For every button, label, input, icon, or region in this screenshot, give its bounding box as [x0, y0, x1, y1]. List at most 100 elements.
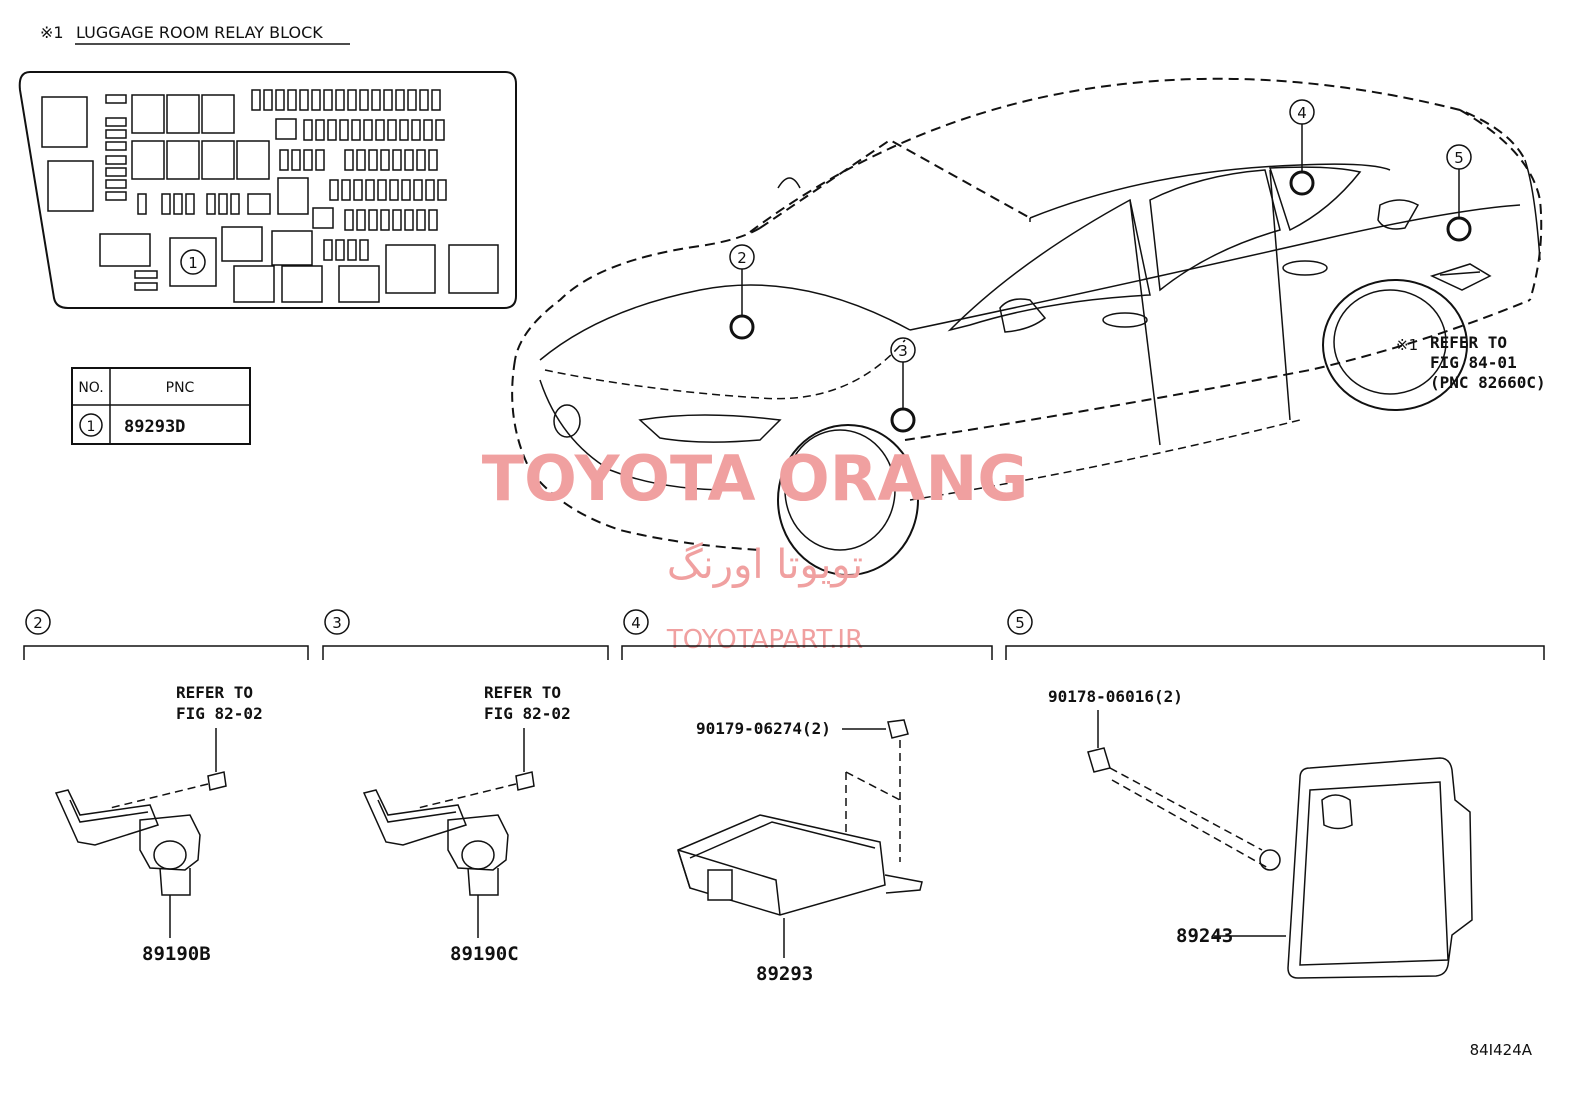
- fuse: [323, 89, 333, 111]
- fuse: [363, 119, 373, 141]
- fuse: [303, 149, 313, 171]
- fuse: [401, 179, 411, 201]
- fuse: [423, 119, 433, 141]
- car-refer-mark: ※1: [1396, 336, 1418, 354]
- fuse: [275, 89, 285, 111]
- fuse: [407, 89, 417, 111]
- fuse: [435, 119, 445, 141]
- watermark-line2: تویوتا اورنگ: [667, 542, 863, 588]
- car-refer-line1: REFER TO: [1430, 333, 1507, 352]
- note-mark: ※1: [40, 23, 64, 42]
- part-89190C: 89190C: [450, 943, 519, 965]
- fuse: [380, 209, 390, 231]
- fuse: [344, 149, 354, 171]
- fuse: [341, 179, 351, 201]
- fuse: [389, 179, 399, 201]
- table-row-pnc: 89293D: [124, 417, 185, 437]
- section-marker-3: 3: [332, 614, 342, 632]
- section-marker-5: 5: [1015, 614, 1025, 632]
- fuse: [291, 149, 301, 171]
- fuse: [413, 179, 423, 201]
- section-marker-2: 2: [33, 614, 43, 632]
- section-2-refer-line2: FIG 82-02: [176, 704, 263, 723]
- car-marker-3: 3: [898, 342, 908, 360]
- car-refer-callout: ※1 REFER TO FIG 84-01 (PNC 82660C): [1396, 333, 1546, 392]
- relay-block-title: LUGGAGE ROOM RELAY BLOCK: [76, 23, 323, 42]
- fuse: [339, 119, 349, 141]
- fuse: [368, 149, 378, 171]
- watermark-line3: TOYOTAPART.IR: [666, 625, 863, 655]
- fuse: [335, 89, 345, 111]
- car-markers: 2 3 4 5: [729, 99, 1472, 433]
- fuse: [387, 119, 397, 141]
- section-3-refer-line2: FIG 82-02: [484, 704, 571, 723]
- fuse: [303, 119, 313, 141]
- fuse: [356, 209, 366, 231]
- table-header-no: NO.: [78, 380, 103, 396]
- part-89293: 89293: [756, 963, 813, 985]
- watermark-line1: TOYOTA ORANG: [482, 442, 1028, 515]
- fuse: [315, 119, 325, 141]
- section-4-ecu: 90179-06274(2) 89293: [677, 719, 923, 985]
- section-3-sensor: REFER TO FIG 82-02 89190C: [362, 683, 571, 965]
- section-2-refer-line1: REFER TO: [176, 683, 253, 702]
- fastener-90179-06274: 90179-06274(2): [696, 719, 831, 738]
- fuse: [327, 119, 337, 141]
- fuse: [431, 89, 441, 111]
- fuse: [279, 149, 289, 171]
- fuse: [287, 89, 297, 111]
- fuse: [437, 179, 447, 201]
- fuse: [351, 119, 361, 141]
- fuse: [353, 179, 363, 201]
- fuse: [416, 149, 426, 171]
- part-89243: 89243: [1176, 925, 1233, 947]
- car-marker-2: 2: [737, 249, 747, 267]
- relay-block-marker: 1: [188, 254, 198, 272]
- fuse: [375, 119, 385, 141]
- fuse: [419, 89, 429, 111]
- car-marker-5: 5: [1454, 149, 1464, 167]
- fuse: [392, 209, 402, 231]
- fuse: [377, 179, 387, 201]
- figure-code: 84I424A: [1470, 1041, 1533, 1059]
- fuse: [383, 89, 393, 111]
- fuse: [359, 89, 369, 111]
- relay-block-diagram: 1: [18, 71, 517, 309]
- fuse: [251, 89, 261, 111]
- fuse: [263, 89, 273, 111]
- fuse: [392, 149, 402, 171]
- fuse: [356, 149, 366, 171]
- fuse: [428, 149, 438, 171]
- watermark: TOYOTA ORANG تویوتا اورنگ TOYOTAPART.IR: [482, 442, 1028, 655]
- pnc-table: NO. PNC 1 89293D: [71, 367, 251, 445]
- relay-block-marker-circle: [180, 249, 206, 275]
- fuse: [365, 179, 375, 201]
- section-2-sensor: REFER TO FIG 82-02 89190B: [54, 683, 263, 965]
- fuse: [411, 119, 421, 141]
- fuse: [329, 179, 339, 201]
- fuse: [416, 209, 426, 231]
- fuse: [347, 89, 357, 111]
- fuse: [380, 149, 390, 171]
- fuse: [404, 149, 414, 171]
- fuse: [399, 119, 409, 141]
- fuse: [428, 209, 438, 231]
- fuse: [371, 89, 381, 111]
- table-header-pnc: PNC: [166, 380, 195, 396]
- part-89190B: 89190B: [142, 943, 211, 965]
- fuse: [404, 209, 414, 231]
- fuse: [299, 89, 309, 111]
- car-refer-line2: FIG 84-01: [1430, 353, 1517, 372]
- fuse: [368, 209, 378, 231]
- fuse: [425, 179, 435, 201]
- car-marker-4: 4: [1297, 104, 1307, 122]
- fastener-90178-06016: 90178-06016(2): [1048, 687, 1183, 706]
- fuse: [395, 89, 405, 111]
- section-5-module: 90178-06016(2) 89243: [1048, 687, 1473, 979]
- section-brackets: 2 3 4 5: [23, 609, 1545, 660]
- fuse: [311, 89, 321, 111]
- section-3-refer-line1: REFER TO: [484, 683, 561, 702]
- car-refer-line3: (PNC 82660C): [1430, 373, 1546, 392]
